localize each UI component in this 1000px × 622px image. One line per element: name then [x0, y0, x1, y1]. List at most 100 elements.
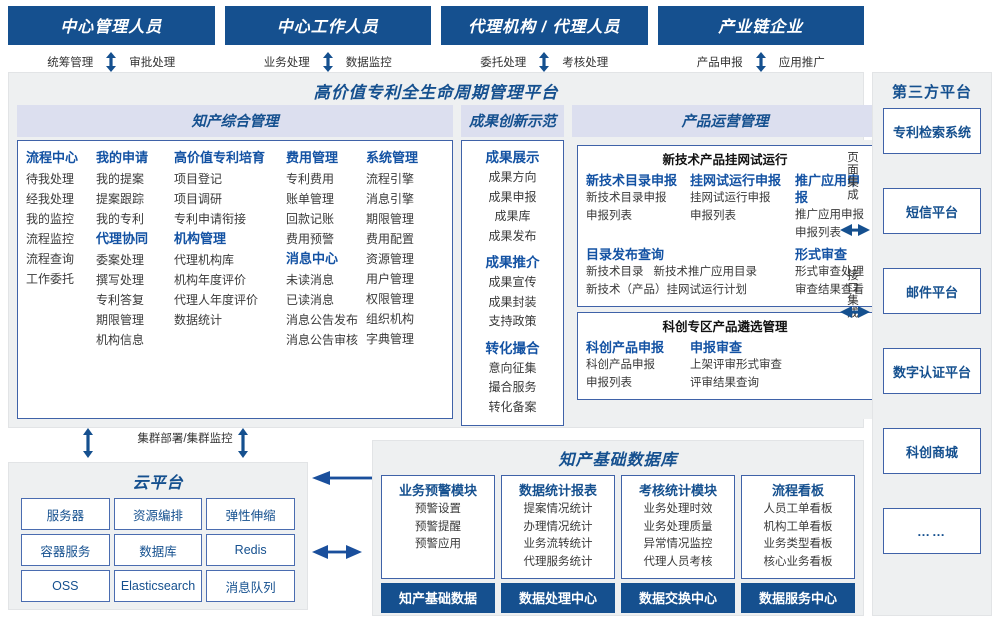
menu-item[interactable]: 流程监控 [26, 232, 75, 246]
menu-item[interactable]: 专利申请衔接 [174, 212, 247, 226]
menu-item[interactable]: 权限管理 [366, 292, 415, 306]
menu-item[interactable]: 工作委托 [26, 272, 75, 286]
menu-item[interactable]: 我的专利 [96, 212, 145, 226]
menu-item[interactable]: 成果发布 [488, 228, 537, 243]
cloud-item-redis[interactable]: Redis [206, 534, 295, 566]
menu-item[interactable]: 成果库 [494, 209, 531, 223]
menu-item[interactable]: 意向征集 [488, 360, 537, 375]
cloud-item-elastic-scaling[interactable]: 弹性伸缩 [206, 498, 295, 530]
menu-item[interactable]: 项目登记 [174, 172, 223, 186]
cloud-item-message-queue[interactable]: 消息队列 [206, 570, 295, 602]
db-item[interactable]: 异常情况监控 [643, 538, 713, 550]
menu-item[interactable]: 消息公告发布 [286, 313, 359, 327]
menu-item[interactable]: 新技术（产品）挂网试运行计划 [586, 284, 747, 296]
menu-item[interactable]: 审查结果查看 [795, 284, 864, 296]
menu-item[interactable]: 成果宣传 [488, 275, 537, 289]
menu-item[interactable]: 上架评审形式审查 [690, 359, 782, 371]
db-item[interactable]: 业务处理质量 [643, 520, 713, 533]
db-item[interactable]: 预警应用 [415, 538, 461, 550]
menu-item[interactable]: 回款记账 [286, 212, 335, 226]
third-party-more[interactable]: …… [883, 508, 981, 554]
menu-item[interactable]: 科创产品申报 [586, 359, 655, 371]
menu-item[interactable]: 撮合服务 [488, 380, 537, 394]
db-item[interactable]: 代理人员考核 [643, 555, 713, 568]
menu-item[interactable]: 撰写处理 [96, 273, 145, 287]
menu-item[interactable]: 我的监控 [26, 212, 75, 226]
menu-item[interactable]: 代理人年度评价 [174, 293, 259, 307]
menu-item[interactable]: 字典管理 [366, 332, 415, 346]
menu-item[interactable]: 专利费用 [286, 172, 335, 186]
db-footer-data-service-center[interactable]: 数据服务中心 [741, 583, 855, 613]
menu-item[interactable]: 申报列表 [586, 210, 632, 222]
menu-item[interactable]: 数据统计 [174, 313, 223, 327]
menu-item[interactable]: 未读消息 [286, 273, 335, 287]
menu-item[interactable]: 申报列表 [795, 227, 841, 239]
third-party-digital-certification[interactable]: 数字认证平台 [883, 348, 981, 394]
db-item[interactable]: 办理情况统计 [523, 520, 593, 533]
menu-item[interactable]: 委案处理 [96, 253, 145, 267]
menu-item[interactable]: 用户管理 [366, 272, 415, 286]
menu-item[interactable]: 申报列表 [690, 210, 736, 222]
bidirectional-vertical-arrow-icon [322, 52, 334, 72]
menu-item[interactable]: 成果封装 [488, 294, 537, 309]
db-footer-ip-base-data[interactable]: 知产基础数据 [381, 583, 495, 613]
menu-item[interactable]: 已读消息 [286, 293, 335, 307]
menu-item[interactable]: 机构信息 [96, 333, 145, 347]
third-party-sms[interactable]: 短信平台 [883, 188, 981, 234]
menu-item[interactable]: 挂网试运行申报 [690, 192, 771, 204]
menu-item[interactable]: 形式审查处理 [795, 266, 864, 278]
cloud-item-resource-orchestration[interactable]: 资源编排 [113, 498, 203, 530]
db-item[interactable]: 预警设置 [415, 503, 461, 515]
menu-item[interactable]: 我的提案 [96, 172, 145, 186]
menu-item[interactable]: 期限管理 [366, 212, 415, 226]
menu-item[interactable]: 成果申报 [488, 189, 537, 204]
menu-item[interactable]: 推广应用申报 [795, 209, 864, 221]
menu-item[interactable]: 新技术目录 [586, 266, 644, 278]
third-party-sci-tech-mall[interactable]: 科创商城 [883, 428, 981, 474]
menu-item[interactable]: 专利答复 [96, 293, 145, 307]
db-column-business-alert: 业务预警模块 预警设置 预警提醒 预警应用 知产基础数据 [381, 475, 495, 613]
menu-item[interactable]: 费用预警 [286, 232, 335, 246]
menu-item[interactable]: 机构年度评价 [174, 273, 247, 287]
menu-item[interactable]: 组织机构 [366, 312, 415, 326]
menu-item[interactable]: 成果方向 [488, 170, 537, 184]
db-item[interactable]: 人员工单看板 [763, 503, 833, 515]
menu-item[interactable]: 资源管理 [366, 252, 415, 266]
db-footer-data-processing-center[interactable]: 数据处理中心 [501, 583, 615, 613]
menu-item[interactable]: 流程引擎 [366, 172, 415, 186]
cloud-item-oss[interactable]: OSS [21, 570, 110, 602]
menu-item[interactable]: 转化备案 [488, 399, 537, 414]
third-party-patent-search[interactable]: 专利检索系统 [883, 108, 981, 154]
menu-item[interactable]: 期限管理 [96, 313, 145, 327]
menu-item[interactable]: 消息公告审核 [286, 333, 359, 347]
menu-item[interactable]: 申报列表 [586, 377, 632, 389]
cloud-item-container-service[interactable]: 容器服务 [21, 534, 110, 566]
menu-item[interactable]: 新技术推广应用目录 [653, 266, 758, 278]
menu-item[interactable]: 代理机构库 [174, 253, 235, 267]
db-item[interactable]: 预警提醒 [415, 520, 461, 533]
db-item[interactable]: 机构工单看板 [763, 520, 833, 533]
menu-item[interactable]: 新技术目录申报 [586, 192, 667, 204]
menu-item[interactable]: 流程查询 [26, 252, 75, 266]
cloud-item-database[interactable]: 数据库 [113, 534, 203, 566]
menu-item[interactable]: 待我处理 [26, 172, 75, 186]
third-party-email[interactable]: 邮件平台 [883, 268, 981, 314]
cloud-item-server[interactable]: 服务器 [21, 498, 110, 530]
menu-item[interactable]: 支持政策 [488, 314, 537, 328]
menu-item[interactable]: 项目调研 [174, 192, 223, 206]
db-item[interactable]: 代理服务统计 [523, 555, 593, 568]
menu-item[interactable]: 账单管理 [286, 192, 335, 206]
db-item[interactable]: 业务类型看板 [763, 538, 833, 550]
db-item[interactable]: 业务处理时效 [643, 503, 713, 515]
db-footer-data-exchange-center[interactable]: 数据交换中心 [621, 583, 735, 613]
menu-item[interactable]: 费用配置 [366, 232, 415, 246]
menu-item[interactable]: 经我处理 [26, 192, 75, 206]
db-item[interactable]: 提案情况统计 [523, 503, 593, 515]
menu-item[interactable]: 消息引擎 [366, 192, 415, 206]
menu-item[interactable]: 提案跟踪 [96, 192, 145, 206]
db-item[interactable]: 业务流转统计 [523, 538, 593, 550]
cloud-item-elasticsearch[interactable]: Elasticsearch [113, 570, 203, 602]
menu-item[interactable]: 评审结果查询 [690, 377, 759, 389]
db-item[interactable]: 核心业务看板 [763, 555, 833, 568]
